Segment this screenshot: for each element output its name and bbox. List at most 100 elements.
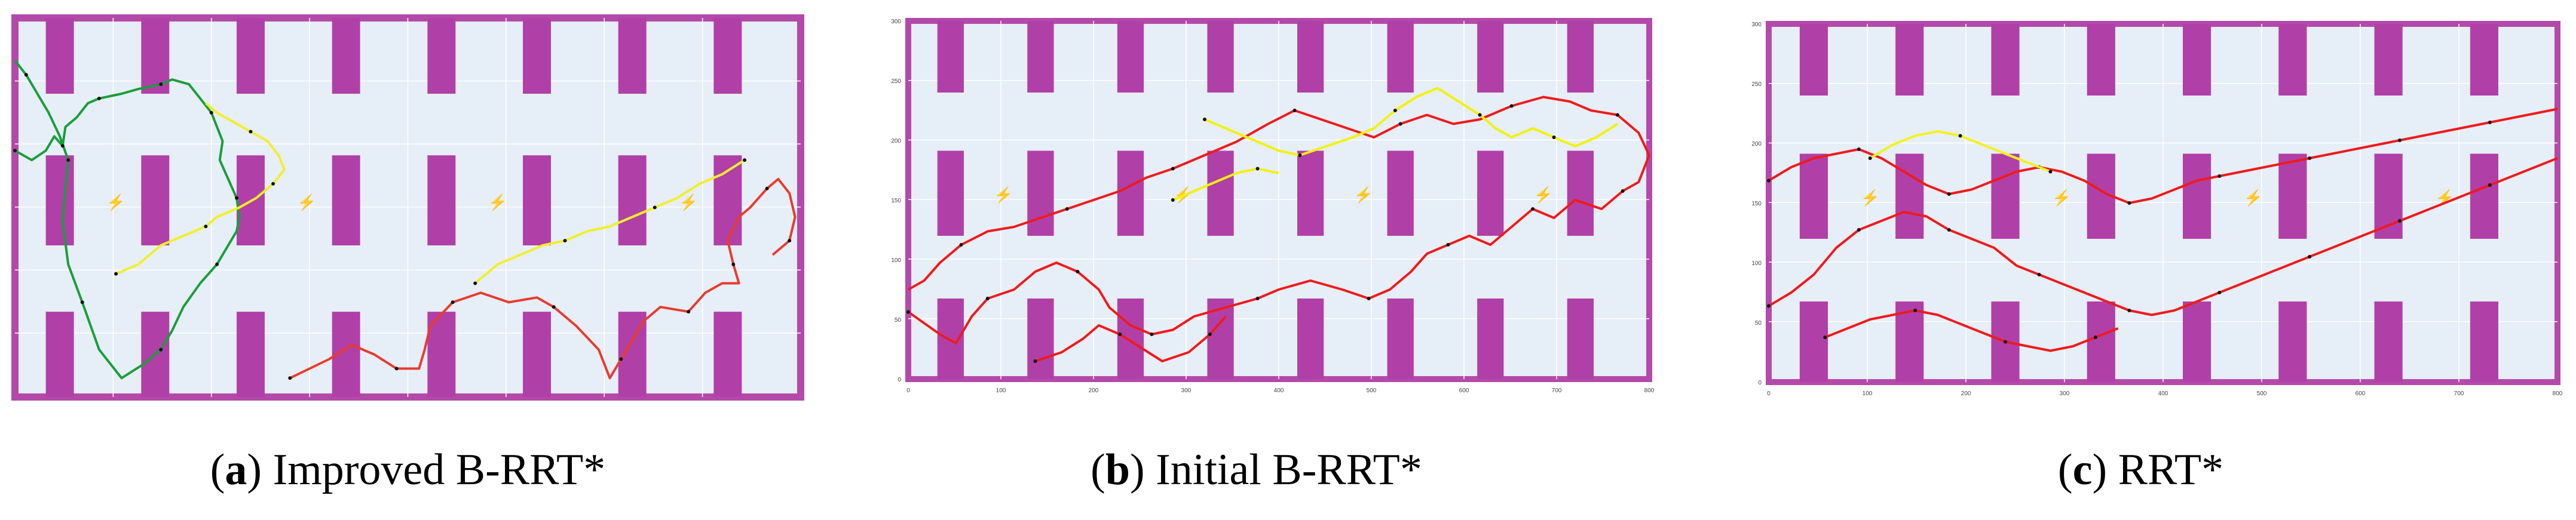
route-node <box>204 224 208 229</box>
y-tick-label: 250 <box>891 78 901 85</box>
route-node <box>1118 333 1122 336</box>
route-node <box>159 82 163 87</box>
x-tick-label: 700 <box>1552 387 1562 394</box>
shelf-obstacle <box>1207 150 1234 236</box>
shelf-obstacle <box>2278 24 2307 96</box>
route-path <box>115 102 286 275</box>
route-path <box>1768 157 2558 316</box>
shelf-obstacle <box>1117 299 1144 379</box>
shelf-obstacle <box>1297 299 1324 379</box>
route-node <box>1203 118 1206 121</box>
shelf-obstacle <box>618 18 647 94</box>
route-node <box>1531 207 1535 211</box>
y-tick-label: 150 <box>891 198 901 204</box>
shelf-obstacle <box>2278 301 2307 382</box>
route-node <box>2398 219 2402 223</box>
shelf-obstacle <box>1799 153 1828 239</box>
shelf-obstacle <box>237 18 265 94</box>
route-path <box>1034 315 1227 362</box>
route-node <box>906 310 910 314</box>
y-tick-label: 200 <box>1751 141 1762 147</box>
shelf-obstacle <box>332 155 360 245</box>
route-node <box>288 376 292 380</box>
route-node <box>985 297 990 300</box>
route-node <box>1171 167 1175 171</box>
route-node <box>1509 104 1514 108</box>
shelf-obstacle <box>1027 299 1054 379</box>
route-node <box>1208 333 1212 336</box>
route-node <box>1255 297 1260 300</box>
x-tick-label: 600 <box>1459 387 1469 394</box>
x-tick-label: 600 <box>2356 390 2366 397</box>
route-node <box>1621 189 1625 193</box>
shelf-obstacle <box>1895 301 1924 382</box>
route-node <box>653 205 657 210</box>
charging-station-icon: ⚡ <box>994 186 1013 204</box>
route-node <box>1255 167 1260 171</box>
route-node <box>2127 309 2131 312</box>
shelf-obstacle <box>45 18 74 94</box>
shelf-obstacle <box>618 155 647 245</box>
route-path <box>907 96 1650 344</box>
route-node <box>2398 139 2402 142</box>
charging-station-icon: ⚡ <box>2244 189 2263 207</box>
shelf-obstacle <box>2183 153 2211 239</box>
route-node <box>1615 113 1619 117</box>
route-node <box>271 181 275 186</box>
charging-station-icon: ⚡ <box>297 193 316 212</box>
shelf-obstacle <box>1991 24 2020 96</box>
route-node <box>66 158 71 162</box>
shelf-obstacle <box>2087 301 2115 382</box>
route-node <box>473 281 477 285</box>
shelf-obstacle <box>1477 21 1504 93</box>
shelf-obstacle <box>1799 24 1828 96</box>
charging-station-icon: ⚡ <box>1354 186 1373 204</box>
route-node <box>2093 336 2097 339</box>
route-node <box>394 367 399 371</box>
route-node <box>1446 243 1450 247</box>
route-node <box>1076 270 1080 273</box>
panel-a: ⚡⚡⚡⚡ <box>9 12 807 403</box>
x-tick-label: 200 <box>1961 390 1971 397</box>
shelf-obstacle <box>1991 153 2020 239</box>
charging-station-icon: ⚡ <box>1861 189 1880 207</box>
shelf-obstacle <box>2374 301 2403 382</box>
route-path <box>474 159 746 285</box>
charging-station-icon: ⚡ <box>488 193 507 212</box>
route-node <box>97 96 101 100</box>
route-node <box>80 300 84 304</box>
route-node <box>24 73 28 77</box>
shelf-obstacle <box>1297 21 1324 93</box>
route-node <box>1767 179 1771 183</box>
x-tick-label: 500 <box>2257 390 2267 397</box>
route-path <box>1824 309 2119 352</box>
map-a: ⚡⚡⚡⚡ <box>11 14 804 401</box>
shelf-obstacle <box>45 312 74 397</box>
shelf-obstacle <box>332 18 360 94</box>
route-node <box>1947 192 1951 196</box>
shelf-obstacle <box>427 312 456 397</box>
route-node <box>451 300 455 304</box>
route-node <box>60 144 65 148</box>
caption-a: (a) Improved B-RRT* <box>210 445 606 494</box>
route-node <box>1958 134 1962 138</box>
route-node <box>1478 113 1482 117</box>
route-node <box>114 272 118 276</box>
shelf-obstacle <box>427 155 456 245</box>
shelf-obstacle <box>2087 24 2115 96</box>
x-tick-label: 400 <box>1274 387 1284 394</box>
route-node <box>1552 136 1556 139</box>
route-node <box>209 110 213 115</box>
route-path <box>1172 167 1279 201</box>
shelf-obstacle <box>1567 299 1594 379</box>
route-node <box>1065 207 1069 211</box>
route-node <box>1292 109 1297 112</box>
route-node <box>1857 147 1861 151</box>
route-node <box>159 347 163 352</box>
shelf-obstacle <box>523 312 552 397</box>
route-path <box>289 177 797 380</box>
shelf-obstacle <box>2470 153 2498 239</box>
caption-b: (b) Initial B-RRT* <box>1091 445 1422 494</box>
